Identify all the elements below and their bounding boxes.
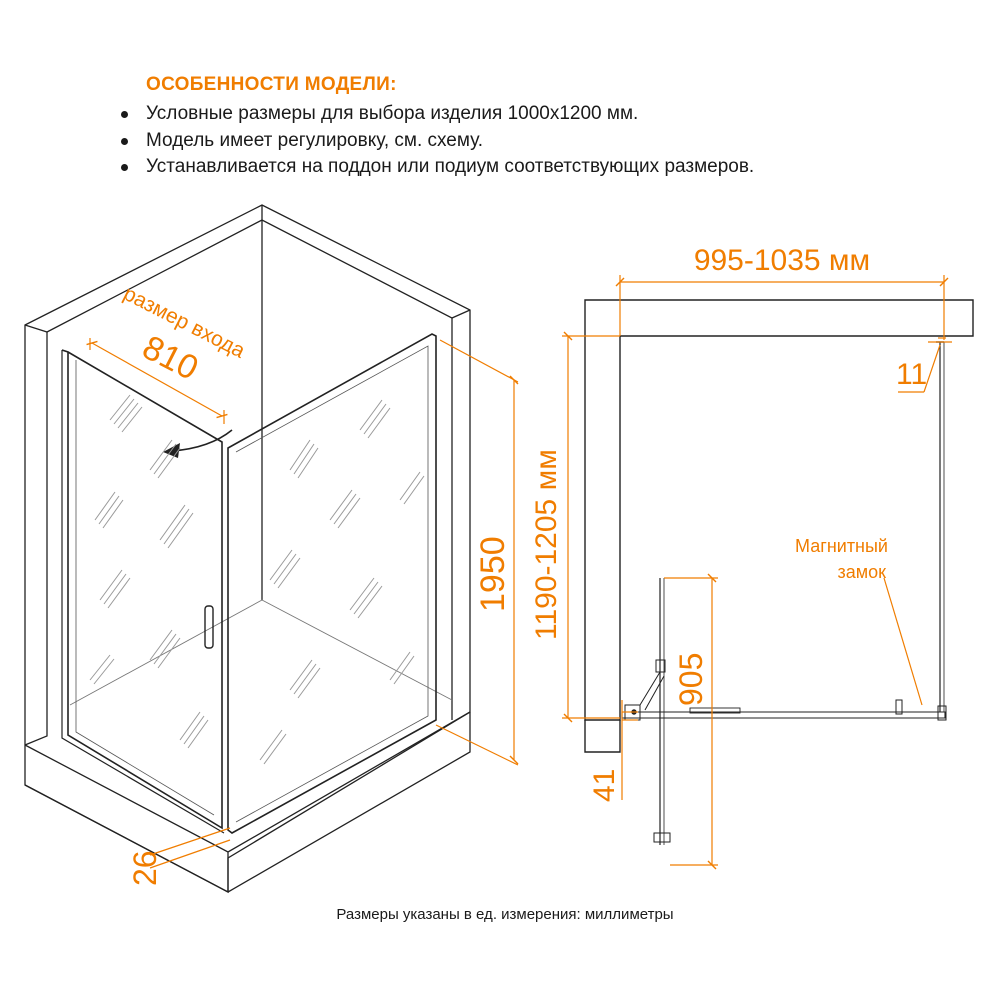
width-range-value: 995-1035 мм — [694, 244, 870, 277]
depth-range-value: 1190-1205 мм — [530, 449, 563, 640]
inner-floor — [69, 599, 453, 706]
plan-hinge — [624, 704, 641, 721]
door-swing-value: 905 — [673, 653, 709, 706]
features-heading: ОСОБЕННОСТИ МОДЕЛИ: — [146, 74, 397, 95]
feature-item-size: Условные размеры для выбора изделия 1000… — [118, 101, 978, 128]
base-gap-value: 26 — [127, 850, 163, 886]
wall-top — [24, 205, 471, 333]
feature-item-adjustment: Модель имеет регулировку, см. схему. — [118, 128, 978, 155]
features-block: ОСОБЕННОСТИ МОДЕЛИ: Условные размеры для… — [118, 74, 978, 181]
dimension-lines-plan — [562, 275, 952, 870]
magnet-lock-label-line1: Магнитный — [795, 536, 888, 556]
feature-item-installation: Устанавливается на поддон или подиум соо… — [118, 154, 978, 181]
threshold-value: 41 — [588, 769, 621, 802]
glass-hatch-panel — [259, 399, 425, 765]
base-platform — [24, 711, 471, 893]
dimension-lines-3d — [86, 338, 519, 869]
shower-3d-view — [24, 204, 471, 894]
height-value: 1950 — [474, 536, 512, 612]
plan-magnet-lock — [895, 699, 903, 715]
door-swing-arrow — [171, 429, 233, 452]
magnet-lock-label-line2: замок — [837, 562, 886, 582]
features-list: Условные размеры для выбора изделия 1000… — [118, 101, 978, 181]
door-handle — [204, 605, 214, 649]
fixed-panel-frame — [227, 333, 437, 834]
profile-gap-value: 11 — [896, 358, 927, 391]
wall-inner-outline — [46, 219, 453, 720]
left-wall-base — [24, 332, 48, 746]
door-frame — [61, 349, 223, 830]
plan-door — [621, 711, 946, 719]
units-footnote: Размеры указаны в ед. измерения: миллиме… — [336, 906, 674, 923]
